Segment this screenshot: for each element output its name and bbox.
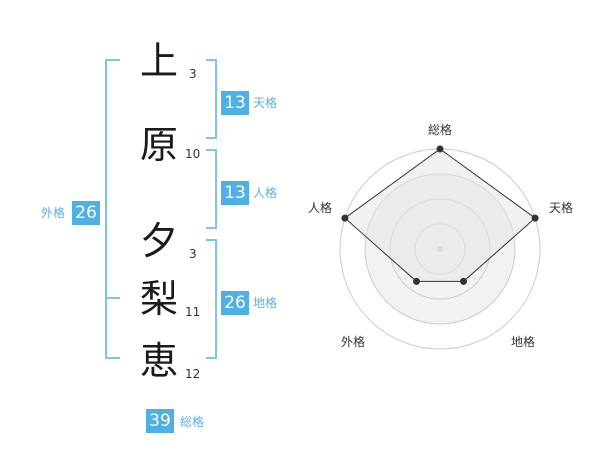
chikaku-label: 地格 [253, 296, 278, 310]
name-char-4: 梨 [139, 277, 178, 321]
gaikaku-label: 外格 [41, 206, 66, 220]
radar-axis-label-gaikaku: 外格 [341, 335, 366, 349]
radar-axis-label-tenkaku: 天格 [549, 201, 574, 215]
tenkaku-bracket [206, 59, 217, 139]
name-char-5: 恵 [139, 339, 178, 383]
stroke-count-1: 3 [189, 67, 197, 81]
name-char-2: 原 [139, 123, 178, 167]
jinkaku-value: 13 [221, 181, 249, 205]
soukaku-label: 総格 [180, 415, 205, 429]
tenkaku-value: 13 [221, 91, 249, 115]
radar-axis-label-jinkaku: 人格 [308, 201, 333, 215]
radar-point-4 [341, 214, 349, 222]
gaikaku-value: 26 [72, 201, 100, 225]
stroke-count-3: 3 [189, 247, 197, 261]
radar-axis-label-chikaku: 地格 [511, 335, 536, 349]
radar-axis-label-soukaku: 総格 [428, 123, 453, 137]
radar-series-polygon [344, 148, 536, 282]
name-char-3: 夕 [139, 219, 178, 263]
stroke-count-5: 12 [185, 367, 201, 381]
radar-point-0 [436, 145, 444, 153]
name-char-1: 上 [139, 39, 178, 83]
radar-point-2 [460, 277, 468, 285]
soukaku-value: 39 [146, 409, 174, 433]
radar-point-1 [531, 214, 539, 222]
stroke-count-2: 10 [185, 147, 201, 161]
chikaku-value: 26 [221, 291, 249, 315]
jinkaku-bracket [206, 149, 217, 229]
chikaku-bracket [206, 239, 217, 359]
jinkaku-label: 人格 [253, 186, 278, 200]
stroke-count-4: 11 [185, 305, 201, 319]
tenkaku-label: 天格 [253, 96, 278, 110]
radar-point-3 [412, 277, 420, 285]
gaikaku-bracket [105, 59, 120, 359]
